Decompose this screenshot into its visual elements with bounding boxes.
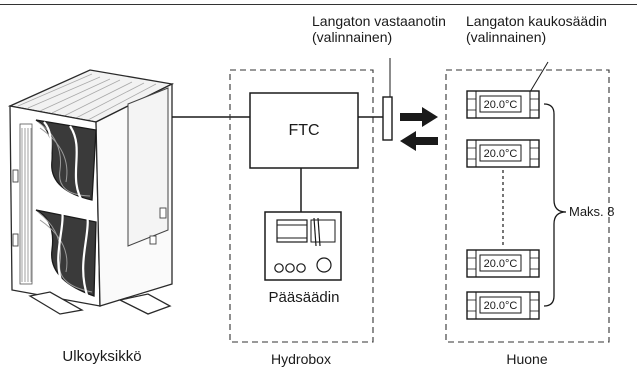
max-count-brace <box>543 103 567 307</box>
room-dashed-group <box>445 69 610 343</box>
main-controller-label: Pääsäädin <box>268 289 340 306</box>
thermostat-4 <box>466 291 540 320</box>
room-label: Huone <box>506 351 548 367</box>
arrow-right-icon <box>400 107 438 127</box>
thermostat-1-display: 20.0°C <box>484 99 518 111</box>
ftc-box <box>249 92 359 169</box>
main-controller-device <box>264 211 342 281</box>
thermostat-2 <box>466 139 540 168</box>
receiver-label: Langaton vastaanotin (valinnainen) <box>312 13 446 45</box>
arrow-left-icon <box>400 131 438 151</box>
remote-label-line1: Langaton kaukosäädin <box>466 13 607 29</box>
ftc-label: FTC <box>288 122 320 139</box>
receiver-label-line2: (valinnainen) <box>312 29 393 45</box>
max-count-label: Maks. 8 <box>569 204 615 219</box>
thermostat-1 <box>466 90 540 119</box>
remote-label-line2: (valinnainen) <box>466 29 547 45</box>
hydrobox-dashed-group <box>229 69 374 343</box>
outdoor-unit-illustration <box>7 69 175 315</box>
wireless-receiver-device <box>382 96 393 141</box>
hydrobox-label: Hydrobox <box>271 351 331 367</box>
outdoor-unit-label: Ulkoyksikkö <box>62 348 142 365</box>
remote-label: Langaton kaukosäädin (valinnainen) <box>466 13 607 45</box>
receiver-label-line1: Langaton vastaanotin <box>312 13 446 29</box>
thermostat-4-display: 20.0°C <box>484 300 518 312</box>
thermostat-3 <box>466 249 540 278</box>
remote-leader-line <box>529 61 549 93</box>
thermostat-2-display: 20.0°C <box>484 148 518 160</box>
thermostat-3-display: 20.0°C <box>484 258 518 270</box>
